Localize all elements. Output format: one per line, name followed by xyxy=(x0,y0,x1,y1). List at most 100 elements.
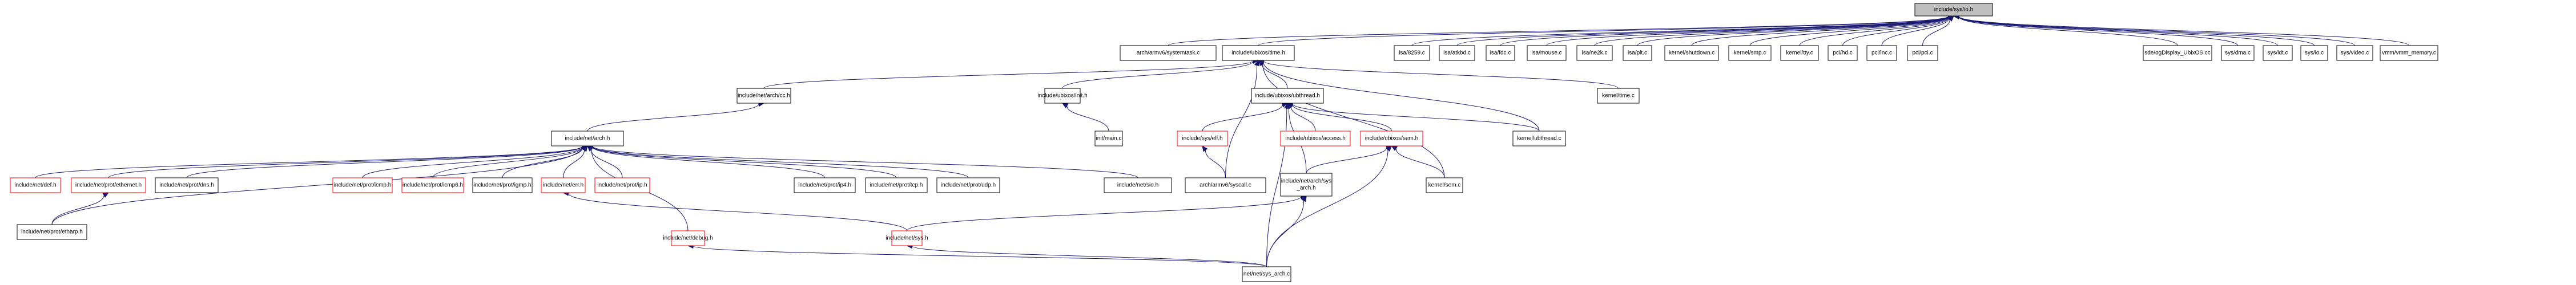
node-box[interactable] xyxy=(71,177,146,193)
node-systemtask-c[interactable]: arch/armv6/systemtask.c xyxy=(1120,45,1217,61)
node-smp-c[interactable]: kernel/smp.c xyxy=(1728,45,1772,61)
node-ubthread-h[interactable]: include/ubixos/ubthread.h xyxy=(1251,88,1324,104)
node-box[interactable] xyxy=(1104,177,1172,193)
node-box[interactable] xyxy=(2143,45,2212,61)
node-access-h[interactable]: include/ubixos/access.h xyxy=(1280,131,1351,146)
node-icmp6-h[interactable]: include/net/prot/icmp6.h xyxy=(401,177,464,193)
node-time-c[interactable]: kernel/time.c xyxy=(1597,88,1640,104)
node-box[interactable] xyxy=(1251,88,1324,104)
node-fdc-c[interactable]: isa/fdc.c xyxy=(1486,45,1515,61)
node-idt-c[interactable]: sys/idt.c xyxy=(2263,45,2293,61)
node-elf-h[interactable]: include/sys/elf.h xyxy=(1177,131,1228,146)
node-lnc-c[interactable]: pci/lnc.c xyxy=(1866,45,1897,61)
node-syscall-c[interactable]: arch/armv6/syscall.c xyxy=(1185,177,1266,193)
node-box[interactable] xyxy=(1185,177,1266,193)
node-sem-h[interactable]: include/ubixos/sem.h xyxy=(1360,131,1423,146)
node-box[interactable] xyxy=(1828,45,1858,61)
node-box[interactable] xyxy=(2300,45,2328,61)
node-box[interactable] xyxy=(1280,131,1351,146)
node-box[interactable] xyxy=(936,177,1000,193)
node-box[interactable] xyxy=(1044,88,1081,104)
node-box[interactable] xyxy=(10,177,61,193)
node-box[interactable] xyxy=(155,177,219,193)
node-time-h[interactable]: include/ubixos/time.h xyxy=(1222,45,1295,61)
node-ip-h[interactable]: include/net/prot/ip.h xyxy=(594,177,650,193)
node-box[interactable] xyxy=(1222,45,1295,61)
node-box[interactable] xyxy=(1439,45,1475,61)
node-box[interactable] xyxy=(891,230,923,246)
node-cc-h[interactable]: include/net/arch/cc.h xyxy=(736,88,791,104)
node-box[interactable] xyxy=(17,224,87,240)
node-box[interactable] xyxy=(541,177,586,193)
node-box[interactable] xyxy=(1094,131,1123,146)
node-ubthread-c[interactable]: kernel/ubthread.c xyxy=(1512,131,1566,146)
node-box[interactable] xyxy=(1866,45,1897,61)
node-box[interactable] xyxy=(2263,45,2293,61)
node-err-h[interactable]: include/net/err.h xyxy=(541,177,586,193)
node-box[interactable] xyxy=(1664,45,1719,61)
node-sys-arch-h[interactable]: include/net/arch/sys_arch.h xyxy=(1280,173,1333,197)
node-arch-h[interactable]: include/net/arch.h xyxy=(551,131,624,146)
node-box[interactable] xyxy=(594,177,650,193)
node-ethernet-h[interactable]: include/net/prot/ethernet.h xyxy=(71,177,146,193)
node-shutdown-c[interactable]: kernel/shutdown.c xyxy=(1664,45,1719,61)
node-box[interactable] xyxy=(472,177,533,193)
node-etharp-h[interactable]: include/net/prot/etharp.h xyxy=(17,224,87,240)
node-udp-h[interactable]: include/net/prot/udp.h xyxy=(936,177,1000,193)
node-sys-arch-c[interactable]: net/net/sys_arch.c xyxy=(1242,266,1291,282)
node-box[interactable] xyxy=(1527,45,1567,61)
node-pci-c[interactable]: pci/pci.c xyxy=(1907,45,1938,61)
node-vmm-memory-c[interactable]: vmm/vmm_memory.c xyxy=(2380,45,2438,61)
node-box[interactable] xyxy=(1914,3,1993,17)
node-debug-h[interactable]: include/net/debug.h xyxy=(663,230,713,246)
node-box[interactable] xyxy=(551,131,624,146)
node-main-c[interactable]: init/main.c xyxy=(1094,131,1123,146)
node-box[interactable] xyxy=(1426,177,1463,193)
node-ne2k-c[interactable]: isa/ne2k.c xyxy=(1576,45,1613,61)
node-box[interactable] xyxy=(1623,45,1652,61)
node-tty-c[interactable]: kernel/tty.c xyxy=(1780,45,1819,61)
node-video-c[interactable]: sys/video.c xyxy=(2336,45,2373,61)
node-pit-c[interactable]: isa/pit.c xyxy=(1623,45,1652,61)
node-init-h[interactable]: include/ubixos/init.h xyxy=(1037,88,1088,104)
node-box[interactable] xyxy=(736,88,791,104)
node-box[interactable] xyxy=(794,177,856,193)
node-box[interactable] xyxy=(2221,45,2255,61)
node-box[interactable] xyxy=(2336,45,2373,61)
node-box[interactable] xyxy=(1486,45,1515,61)
node-box[interactable] xyxy=(671,230,705,246)
node-icmp-h[interactable]: include/net/prot/icmp.h xyxy=(332,177,393,193)
node-sio-h[interactable]: include/net/sio.h xyxy=(1104,177,1172,193)
node-atkbd-c[interactable]: isa/atkbd.c xyxy=(1439,45,1475,61)
node-box[interactable] xyxy=(332,177,393,193)
node-box[interactable] xyxy=(1512,131,1566,146)
node-box[interactable] xyxy=(1780,45,1819,61)
node-box[interactable] xyxy=(865,177,928,193)
node-sys-h[interactable]: include/net/sys.h xyxy=(886,230,928,246)
node-dma-c[interactable]: sys/dma.c xyxy=(2221,45,2255,61)
node-box[interactable] xyxy=(401,177,464,193)
node-box[interactable] xyxy=(1728,45,1772,61)
node-mouse-c[interactable]: isa/mouse.c xyxy=(1527,45,1567,61)
node-sem-c[interactable]: kernel/sem.c xyxy=(1426,177,1463,193)
node-box[interactable] xyxy=(1597,88,1640,104)
node-ip4-h[interactable]: include/net/prot/ip4.h xyxy=(794,177,856,193)
node-ogdisplay-cc[interactable]: sde/ogDisplay_UbixOS.cc xyxy=(2143,45,2212,61)
node-tcp-h[interactable]: include/net/prot/tcp.h xyxy=(865,177,928,193)
node-box[interactable] xyxy=(1242,266,1291,282)
node-sysio-c[interactable]: sys/io.c xyxy=(2300,45,2328,61)
node-box[interactable] xyxy=(1360,131,1423,146)
node-box[interactable] xyxy=(1120,45,1217,61)
node-i8259-c[interactable]: isa/8259.c xyxy=(1394,45,1430,61)
node-hd-c[interactable]: pci/hd.c xyxy=(1828,45,1858,61)
node-box[interactable] xyxy=(1907,45,1938,61)
node-io-h[interactable]: include/sys/io.h xyxy=(1914,3,1993,17)
node-def-h[interactable]: include/net/def.h xyxy=(10,177,61,193)
node-igmp-h[interactable]: include/net/prot/igmp.h xyxy=(472,177,533,193)
node-box[interactable] xyxy=(1394,45,1430,61)
node-dns-h[interactable]: include/net/prot/dns.h xyxy=(155,177,219,193)
node-box[interactable] xyxy=(1177,131,1228,146)
node-box[interactable] xyxy=(1576,45,1613,61)
node-box[interactable] xyxy=(1280,173,1333,197)
node-box[interactable] xyxy=(2380,45,2438,61)
